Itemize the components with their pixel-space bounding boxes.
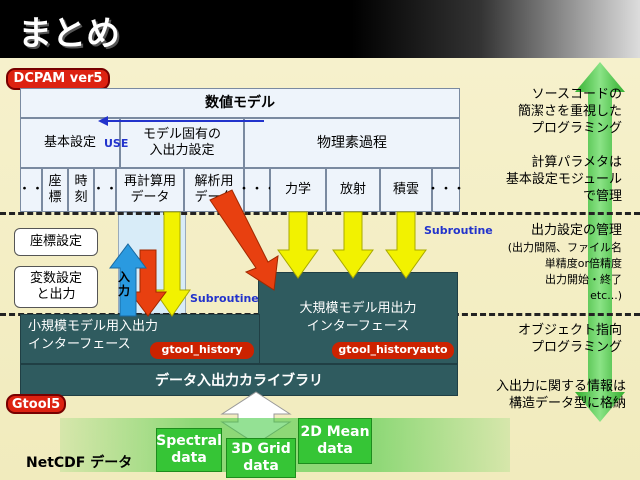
title-bar xyxy=(0,0,640,58)
large-if-label: 大規模モデル用出力 インターフェース xyxy=(299,301,417,334)
gtool-history-tag: gtool_history xyxy=(150,342,254,359)
cell-ellipsis-2: ・・ xyxy=(92,168,118,212)
note-simple-code: ソースコードの 簡潔さを重視した プログラミング xyxy=(517,87,622,136)
note-output-settings-body: (出力間隔、ファイル名 単精度or倍精度 出力開始・終了 etc...) xyxy=(507,241,622,302)
physics-processes-cell: 物理素過程 xyxy=(244,118,460,168)
cell-cumulus: 積雲 xyxy=(380,168,432,212)
grid-3d-data-box: 3D Grid data xyxy=(226,438,296,478)
numerical-model-title: 数値モデル xyxy=(20,88,460,118)
input-label: 入 力 xyxy=(118,270,131,298)
use-label: USE xyxy=(104,137,129,150)
gtool-historyauto-tag: gtool_historyauto xyxy=(332,342,454,359)
subroutine-label-1: Subroutine xyxy=(190,292,259,305)
cell-dynamics: 力学 xyxy=(270,168,326,212)
data-io-library: データ入出力カライブラリ xyxy=(20,364,458,396)
cell-coordinates: 座 標 xyxy=(42,168,68,212)
small-if-label: 小規模モデル用入出力 インターフェース xyxy=(28,319,159,352)
cell-analysis-data: 解析用 データ xyxy=(184,168,244,212)
cell-ellipsis-4: ・・・ xyxy=(427,168,466,212)
cell-time: 時 刻 xyxy=(68,168,94,212)
note-output-settings-title: 出力設定の管理 xyxy=(530,223,622,238)
basic-settings-cell: 基本設定 xyxy=(20,118,120,168)
model-io-settings-cell: モデル固有の 入出力設定 xyxy=(120,118,244,168)
vertical-double-arrow xyxy=(575,62,625,422)
use-arrow xyxy=(98,116,264,126)
note-oop: オブジェクト指向 プログラミング xyxy=(517,323,622,355)
subroutine-label-2: Subroutine xyxy=(424,224,493,237)
gtool5-tag: Gtool5 xyxy=(6,394,66,414)
cell-radiation: 放射 xyxy=(326,168,380,212)
spectral-data-box: Spectral data xyxy=(156,428,222,472)
slide-title: まとめ xyxy=(18,14,120,54)
var-setting-box: 変数設定 と出力 xyxy=(14,266,98,308)
cell-ellipsis-3: ・・・ xyxy=(238,168,277,212)
cell-ellipsis-1: ・・ xyxy=(18,168,44,212)
netcdf-label: NetCDF データ xyxy=(26,455,133,471)
note-struct-type: 入出力に関する情報は 構造データ型に格納 xyxy=(495,379,626,411)
separator-top xyxy=(0,212,640,215)
note-calc-params: 計算パラメタは 基本設定モジュール で管理 xyxy=(505,155,622,204)
mean-2d-data-box: 2D Mean data xyxy=(298,418,372,464)
recalc-column xyxy=(118,212,186,314)
dcpam-tag: DCPAM ver5 xyxy=(6,68,110,90)
coord-setting-box: 座標設定 xyxy=(14,228,98,256)
cell-recalc-data: 再計算用 データ xyxy=(116,168,184,212)
